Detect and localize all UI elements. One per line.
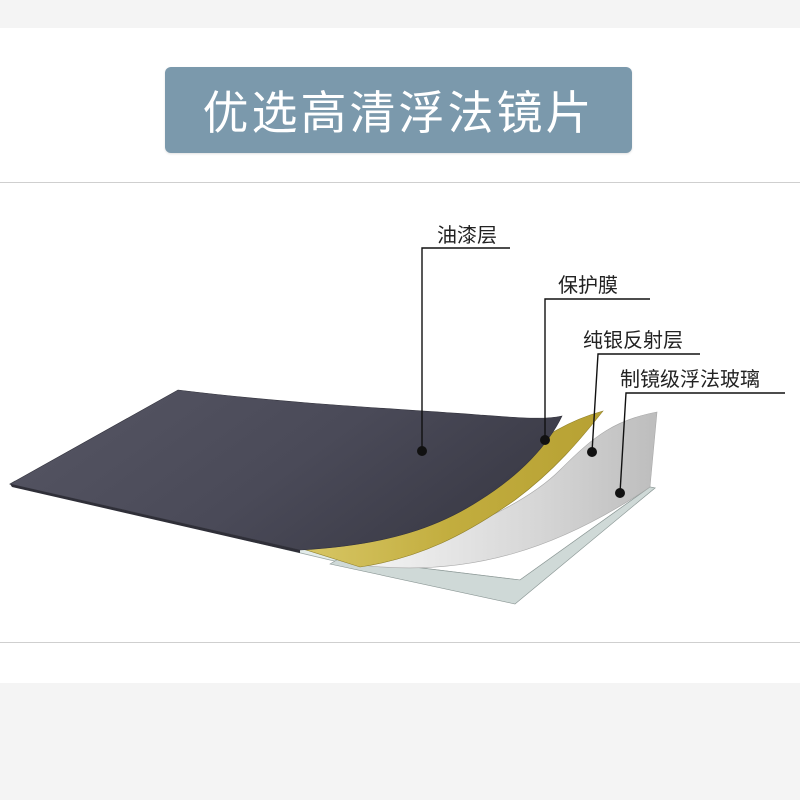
label-paint-layer: 油漆层 xyxy=(437,223,497,247)
label-protective-film: 保护膜 xyxy=(558,273,618,297)
bottom-band xyxy=(0,683,800,800)
divider-top xyxy=(0,182,800,183)
label-float-glass: 制镜级浮法玻璃 xyxy=(620,367,760,391)
top-band xyxy=(0,0,800,28)
leader-film xyxy=(540,298,650,445)
page-title: 优选高清浮法镜片 xyxy=(165,67,632,153)
page-title-text: 优选高清浮法镜片 xyxy=(202,86,595,140)
label-silver-layer: 纯银反射层 xyxy=(583,328,683,352)
leader-silver xyxy=(587,353,700,457)
leader-paint xyxy=(417,247,510,456)
divider-bottom xyxy=(0,642,800,643)
leader-glass xyxy=(615,392,785,498)
paint-layer xyxy=(9,389,563,553)
